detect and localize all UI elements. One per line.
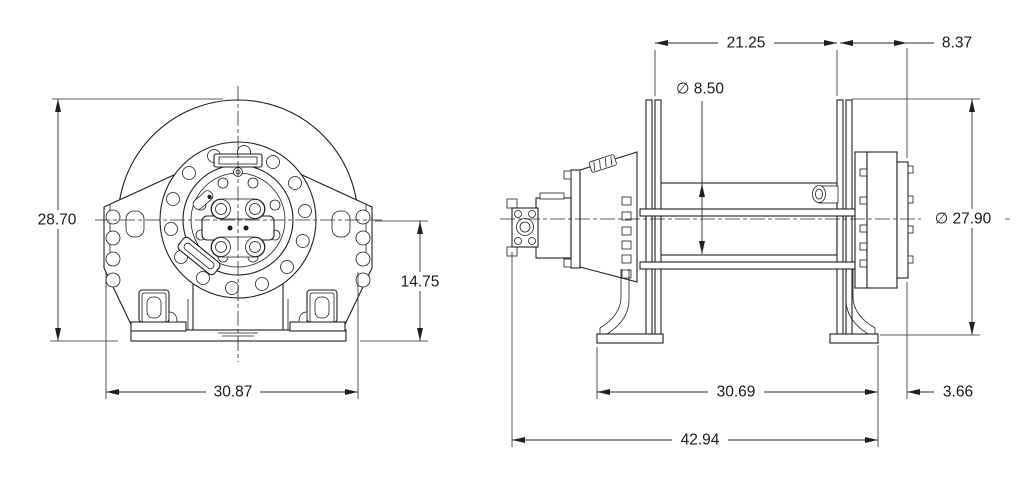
dim-rear-offset: 3.66 xyxy=(943,384,973,401)
upper-slot-tab xyxy=(192,190,214,210)
dim-flange-diameter: ∅ 27.90 xyxy=(935,211,992,228)
front-view: 28.70 14.75 30.87 xyxy=(31,86,447,401)
side-view: 21.25 8.37 ∅ 8.50 ∅ 27.90 30.69 xyxy=(500,34,1010,449)
base-assembly xyxy=(130,289,347,342)
port-fitting xyxy=(812,185,839,204)
dim-barrel-diameter: ∅ 8.50 xyxy=(676,81,724,98)
front-dimensions: 28.70 14.75 30.87 xyxy=(31,98,447,401)
dim-end-offset: 8.37 xyxy=(942,35,972,52)
brake-end-cap xyxy=(896,161,909,279)
dim-mount-span: 30.69 xyxy=(717,384,756,401)
gear-housing xyxy=(579,151,638,283)
hub-bolt-ring xyxy=(164,145,312,295)
dim-overall-width: 30.87 xyxy=(214,384,253,401)
motor-mount-center xyxy=(201,198,275,258)
right-plate-slot xyxy=(331,210,351,238)
side-right-foot xyxy=(829,269,879,344)
dim-drum-length: 21.25 xyxy=(727,35,766,52)
side-dimensions: 21.25 8.37 ∅ 8.50 ∅ 27.90 30.69 xyxy=(511,34,1005,449)
side-left-foot xyxy=(596,269,664,344)
dim-overall-length: 42.94 xyxy=(681,432,720,449)
lower-tie-rod xyxy=(639,261,859,270)
left-plate-slot xyxy=(125,210,145,238)
brake-housing xyxy=(854,151,914,289)
hydraulic-motor xyxy=(506,192,572,259)
upper-tie-rod xyxy=(639,208,859,217)
lower-slot-tab xyxy=(177,236,221,276)
dim-overall-height: 28.70 xyxy=(38,212,77,229)
dim-centerline-height: 14.75 xyxy=(401,274,440,291)
housing-plug xyxy=(588,154,617,173)
